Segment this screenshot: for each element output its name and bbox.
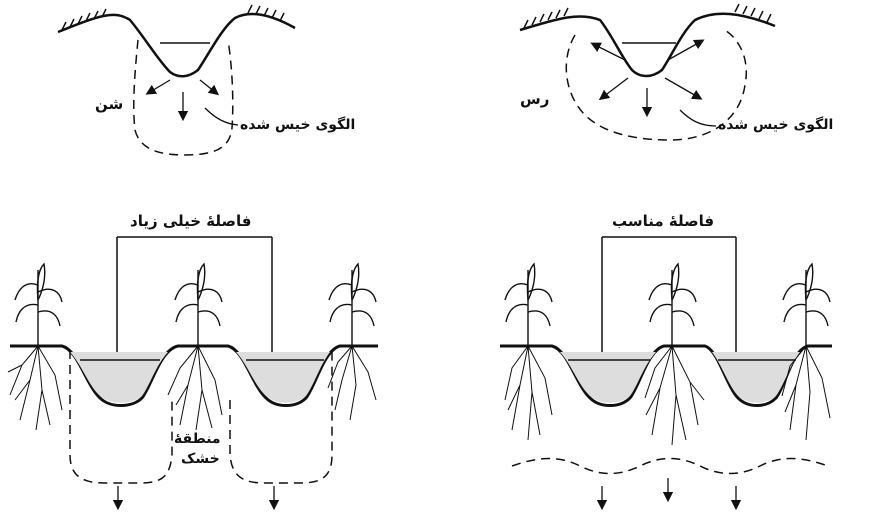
plant-icon [782,262,831,346]
spacing-proper-label: فاصلهٔ مناسب [612,212,715,230]
roots-icon [644,345,705,446]
sand-leader-line [204,107,239,126]
clay-wetting-pattern-label: الگوی خیس شده [718,117,834,133]
clay-furrow-ground [519,12,776,78]
roots-icon [781,345,831,441]
spacing-too-wide-label: فاصلهٔ خیلی زیاد [130,212,252,230]
sand-wetting-pattern-outline [133,39,234,156]
clay-wetting-pattern-outline [565,29,747,141]
plant-icon [328,262,377,346]
wide-wetting-outline [229,350,333,484]
plant-icon [648,262,697,346]
clay-flow-arrow [667,39,705,61]
clay-leader-line [679,109,717,127]
roots-icon [504,345,553,441]
sand-wetting-pattern-label: الگوی خیس شده [240,117,356,133]
roots-icon [167,345,223,431]
sand-label: شن [95,95,124,113]
sand-furrow-ground [57,12,296,78]
wide-spacing-panel [7,236,378,511]
proper-wetting-wave [511,457,829,475]
sand-ground-hatch [61,4,285,31]
clay-flow-arrow [598,77,629,101]
dry-zone-label: خشک [181,451,220,467]
sand-flow-arrow [199,79,220,96]
roots-icon [7,345,63,431]
clay-ground-hatch [523,3,772,29]
proper-spacing-panel [500,236,832,511]
proper-furrow-shading [560,352,800,403]
clay-flow-arrow [664,77,703,100]
clay-label: رس [520,90,550,108]
plant-icon [14,262,63,346]
wide-wetting-outline [69,350,173,484]
roots-icon [327,345,377,421]
plant-icon [174,262,223,346]
dry-zone-label: منطقهٔ [174,431,221,447]
sand-furrow-panel [57,4,296,156]
clay-flow-arrow [590,42,626,61]
plant-icon [504,262,553,346]
wide-ground-profile [10,344,378,407]
clay-furrow-panel [519,3,776,141]
sand-flow-arrow [145,79,171,95]
wide-furrow-shading [70,352,330,403]
proper-ground-profile [500,344,832,407]
